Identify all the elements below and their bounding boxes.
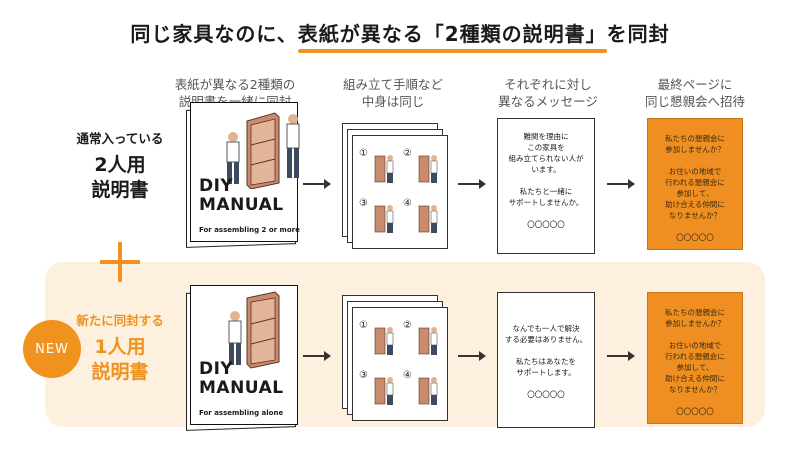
row2-step-pages: ① ② ③ ④ — [342, 295, 448, 421]
step-number-2: ② — [403, 320, 412, 331]
arrow-right-icon — [607, 179, 635, 189]
new-badge: NEW — [23, 320, 81, 378]
title-after: を同封 — [606, 22, 670, 46]
step-figure-icon — [374, 205, 394, 233]
step-figure-icon — [418, 155, 438, 183]
step-figure-icon — [418, 205, 438, 233]
column-header-4: 最終ページに 同じ懇親会へ招待 — [644, 77, 745, 109]
row2-message-text: なんでも一人で解決 する必要はありません。 私たちはあなたを サポートします。 … — [504, 324, 588, 399]
arrow-right-icon — [607, 351, 635, 361]
arrow-right-icon — [303, 351, 331, 361]
row1-invitation-text: 私たちの懇親会に 参加しませんか？ お住いの地域で 行われる懇親会に 参加して、… — [665, 134, 725, 242]
plus-icon — [100, 242, 140, 282]
column-header-2: 組み立て手順など 中身は同じ — [342, 77, 443, 109]
manual-subtitle: For assembling alone — [199, 409, 284, 417]
arrow-right-icon — [458, 179, 486, 189]
row1-message-text: 難関を理由に この家具を 組み立てられない人が います。 私たちと一緒に サポー… — [508, 132, 584, 229]
row2-label: 新たに同封する 1人用 説明書 — [55, 310, 185, 385]
step-page: ① ② ③ ④ — [352, 307, 448, 421]
step-number-3: ③ — [359, 198, 368, 209]
step-figure-icon — [374, 377, 394, 405]
step-number-4: ④ — [403, 198, 412, 209]
manual-title: DIY MANUAL — [199, 176, 284, 215]
row1-label-small: 通常入っている — [76, 131, 164, 146]
step-page: ① ② ③ ④ — [352, 135, 448, 249]
row2-message-card: なんでも一人で解決 する必要はありません。 私たちはあなたを サポートします。 … — [497, 292, 595, 428]
row1-manual: DIY MANUAL For assembling 2 or more — [186, 102, 300, 248]
row1-label-big1: 2人用 — [94, 154, 146, 176]
step-figure-icon — [418, 327, 438, 355]
furniture-worker-illustration — [226, 112, 300, 189]
step-figure-icon — [418, 377, 438, 405]
row1-message-card: 難関を理由に この家具を 組み立てられない人が います。 私たちと一緒に サポー… — [497, 118, 595, 254]
manual-subtitle: For assembling 2 or more — [199, 226, 300, 234]
step-number-4: ④ — [403, 370, 412, 381]
column-header-3: それぞれに対し 異なるメッセージ — [498, 77, 598, 109]
step-figure-icon — [374, 327, 394, 355]
step-number-1: ① — [359, 148, 368, 159]
row1-invitation-card: 私たちの懇親会に 参加しませんか？ お住いの地域で 行われる懇親会に 参加して、… — [647, 118, 743, 250]
row2-invitation-card: 私たちの懇親会に 参加しませんか？ お住いの地域で 行われる懇親会に 参加して、… — [647, 292, 743, 424]
step-figure-icon — [374, 155, 394, 183]
title-underline — [297, 49, 607, 53]
manual-title: DIY MANUAL — [199, 359, 284, 398]
row2-invitation-text: 私たちの懇親会に 参加しませんか？ お住いの地域で 行われる懇親会に 参加して、… — [665, 308, 725, 416]
title-before: 同じ家具なのに、 — [130, 22, 298, 46]
arrow-right-icon — [458, 351, 486, 361]
row2-label-big1: 1人用 — [94, 336, 146, 358]
page-title: 同じ家具なのに、表紙が異なる「2種類の説明書」を同封 — [0, 18, 800, 53]
row1-step-pages: ① ② ③ ④ — [342, 123, 448, 249]
step-number-3: ③ — [359, 370, 368, 381]
step-number-2: ② — [403, 148, 412, 159]
title-highlight: 表紙が異なる「2種類の説明書」 — [297, 18, 607, 53]
row2-label-big2: 説明書 — [91, 361, 149, 383]
furniture-worker-illustration — [228, 291, 280, 369]
row2-label-small: 新たに同封する — [76, 313, 164, 328]
step-number-1: ① — [359, 320, 368, 331]
row1-label: 通常入っている 2人用 説明書 — [55, 128, 185, 203]
row1-label-big2: 説明書 — [91, 179, 149, 201]
arrow-right-icon — [303, 179, 331, 189]
row2-manual: DIY MANUAL For assembling alone — [186, 285, 298, 431]
